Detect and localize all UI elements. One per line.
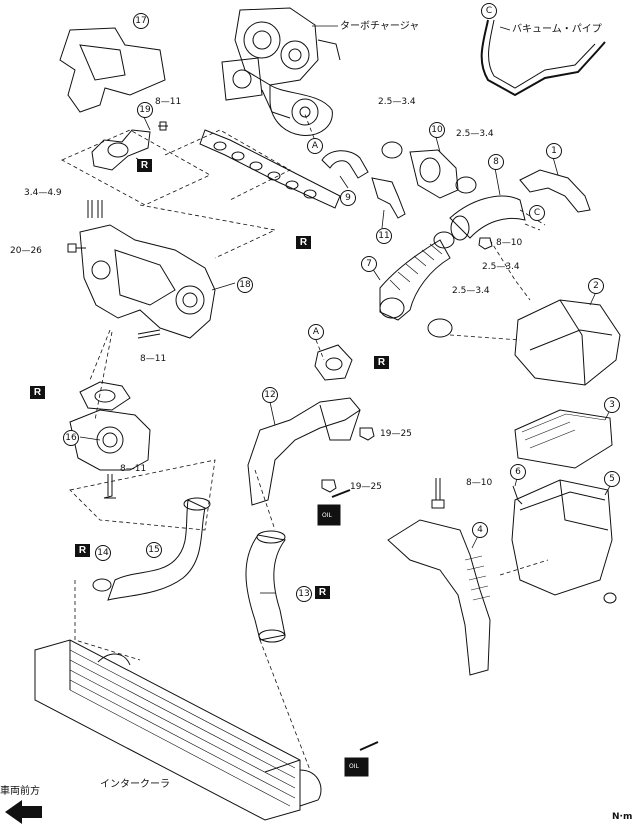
part-number-9: 9 bbox=[340, 190, 356, 206]
torque-19-25-lower: 19—25 bbox=[350, 482, 382, 492]
part-number-7: 7 bbox=[361, 256, 377, 272]
part-number-19: 19 bbox=[137, 102, 153, 118]
torque-8-10-nut: 8—10 bbox=[496, 238, 523, 248]
replace-badge-manifold-gasket: R bbox=[296, 236, 311, 249]
torque-3.4-4.9: 3.4—4.9 bbox=[24, 188, 62, 198]
torque-2.5-3.4-clamp-turbo: 2.5—3.4 bbox=[378, 97, 416, 107]
part-number-6: 6 bbox=[510, 464, 526, 480]
part-number-17: 17 bbox=[133, 13, 149, 29]
heat-shield-17 bbox=[59, 27, 166, 113]
part-11 bbox=[371, 177, 406, 219]
torque-8-11-manifold: 8—11 bbox=[140, 354, 167, 364]
turbocharger-illustration bbox=[221, 7, 341, 136]
intercooler-label: インタークーラ bbox=[100, 779, 170, 790]
manifold-gasket bbox=[199, 129, 341, 209]
ref-c-top: C bbox=[481, 3, 497, 19]
part-number-12: 12 bbox=[262, 387, 278, 403]
ref-c-mid: C bbox=[529, 205, 545, 221]
replace-badge-14: R bbox=[75, 544, 90, 557]
air-duct-4 bbox=[387, 519, 491, 676]
part-number-1: 1 bbox=[546, 143, 562, 159]
throttle-body-16 bbox=[69, 409, 151, 471]
part-number-8: 8 bbox=[488, 154, 504, 170]
part-number-11: 11 bbox=[376, 228, 392, 244]
part-number-16: 16 bbox=[63, 430, 79, 446]
oil-label-lower: OIL bbox=[349, 763, 359, 770]
part-number-18: 18 bbox=[237, 277, 253, 293]
part-number-4: 4 bbox=[472, 522, 488, 538]
part-1 bbox=[519, 169, 591, 213]
vacuum-pipe-label: バキューム・パイプ bbox=[512, 24, 602, 35]
ref-a-turbo: A bbox=[307, 138, 323, 154]
pipe-12 bbox=[247, 397, 361, 506]
replace-badge-throttle-gasket: R bbox=[30, 386, 45, 399]
torque-8-11-throttle: 8—11 bbox=[120, 464, 147, 474]
torque-8-10-aircleaner: 8—10 bbox=[466, 478, 493, 488]
turbocharger-label: ターボチャージャ bbox=[340, 21, 420, 32]
hose-13 bbox=[245, 534, 286, 641]
part-number-14: 14 bbox=[95, 545, 111, 561]
air-cleaner-case-5 bbox=[511, 479, 613, 596]
part-number-10: 10 bbox=[429, 122, 445, 138]
clamp-14 bbox=[92, 578, 112, 592]
air-filter-3 bbox=[514, 409, 613, 469]
front-direction-label: 車両前方 bbox=[0, 786, 40, 797]
flange-19 bbox=[91, 129, 151, 171]
intake-manifold-18 bbox=[79, 224, 216, 339]
torque-2.5-3.4-clamp-7b: 2.5—3.4 bbox=[452, 286, 490, 296]
torque-19-25-upper: 19—25 bbox=[380, 429, 412, 439]
torque-2.5-3.4-clamp-7a: 2.5—3.4 bbox=[482, 262, 520, 272]
intercooler-illustration bbox=[34, 639, 322, 821]
part-8 bbox=[449, 195, 526, 239]
ref-a-gasket: A bbox=[308, 324, 324, 340]
air-cleaner-cover-2 bbox=[514, 299, 621, 386]
part-number-15: 15 bbox=[146, 542, 162, 558]
replace-badge-gasket-a: R bbox=[374, 356, 389, 369]
oil-can-icon bbox=[317, 489, 379, 777]
part-number-2: 2 bbox=[588, 278, 604, 294]
intake-hose-7 bbox=[379, 239, 451, 321]
oil-label-upper: OIL bbox=[322, 512, 332, 519]
vacuum-pipe bbox=[480, 19, 606, 97]
part-10 bbox=[409, 149, 459, 199]
unit-label: N·m bbox=[612, 812, 632, 822]
part-number-13: 13 bbox=[296, 586, 312, 602]
torque-20-26: 20—26 bbox=[10, 246, 42, 256]
hose-9 bbox=[321, 150, 369, 179]
torque-2.5-3.4-clamp-10: 2.5—3.4 bbox=[456, 129, 494, 139]
replace-badge-13: R bbox=[315, 586, 330, 599]
hose-15 bbox=[107, 499, 206, 601]
front-direction-arrow bbox=[5, 800, 42, 824]
replace-badge-19: R bbox=[137, 159, 152, 172]
throttle-gasket bbox=[79, 381, 131, 411]
part-number-3: 3 bbox=[604, 397, 620, 413]
torque-8-11-bolt19: 8—11 bbox=[155, 97, 182, 107]
part-number-5: 5 bbox=[604, 471, 620, 487]
gasket-a bbox=[314, 344, 353, 381]
